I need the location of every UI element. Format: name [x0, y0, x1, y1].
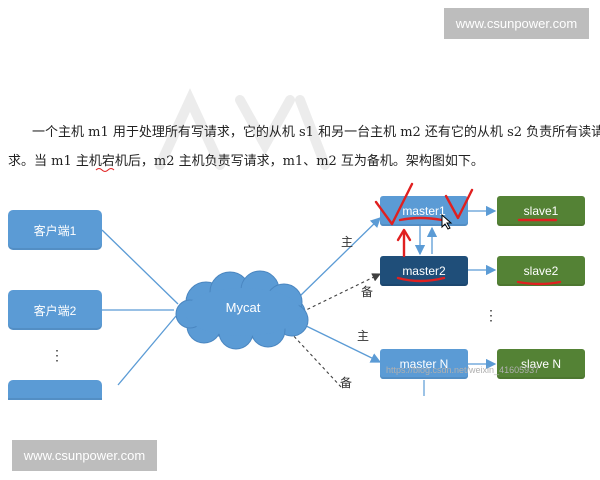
edge-mycat-backup-lower — [289, 331, 343, 389]
paragraph-line-1: 一个主机 m1 用于处理所有写请求，它的从机 s1 和另一台主机 m2 还有它的… — [32, 125, 600, 140]
mycat-label: Mycat — [225, 300, 261, 315]
underline-master1 — [398, 216, 444, 222]
client-2-box: 客户端2 — [8, 290, 102, 330]
client-1-box: 客户端1 — [8, 210, 102, 250]
mouse-cursor-icon — [441, 214, 453, 230]
mycat-cloud — [175, 270, 309, 350]
underline-slave2 — [516, 280, 562, 286]
edge-label-primary-1: 主 — [341, 235, 354, 249]
edge-client1-mycat — [101, 229, 179, 305]
source-watermark: https://blog.csdn.net/weixin_41605937 — [386, 365, 540, 375]
underline-master2 — [396, 276, 446, 283]
client-3-box-partial — [8, 380, 102, 400]
edge-label-backup-2: 备 — [340, 376, 353, 390]
watermark-bottom: www.csunpower.com — [12, 440, 157, 471]
background-watermark — [155, 88, 330, 170]
edge-client3-mycat — [117, 315, 177, 386]
description-paragraph: 一个主机 m1 用于处理所有写请求，它的从机 s1 和另一台主机 m2 还有它的… — [8, 118, 600, 176]
edge-mycat-master2 — [301, 273, 381, 313]
edge-mycat-masterN — [297, 321, 382, 363]
paragraph-line-2: 求。当 m1 主机宕机后，m2 主机负责写请求，m1、m2 互为备机。架构图如下… — [8, 154, 484, 169]
checkmark-right — [444, 188, 474, 220]
edge-label-primary-2: 主 — [357, 329, 370, 343]
watermark-top: www.csunpower.com — [444, 8, 589, 39]
checkmark-left — [374, 182, 414, 226]
edge-label-backup-1: 备 — [361, 285, 374, 299]
squiggle-underline — [95, 168, 115, 172]
slaveN-box: slave N — [497, 349, 585, 379]
masterN-box: master N — [380, 349, 468, 379]
slave2-box: slave2 — [497, 256, 585, 286]
edge-mycat-master1 — [299, 217, 381, 297]
